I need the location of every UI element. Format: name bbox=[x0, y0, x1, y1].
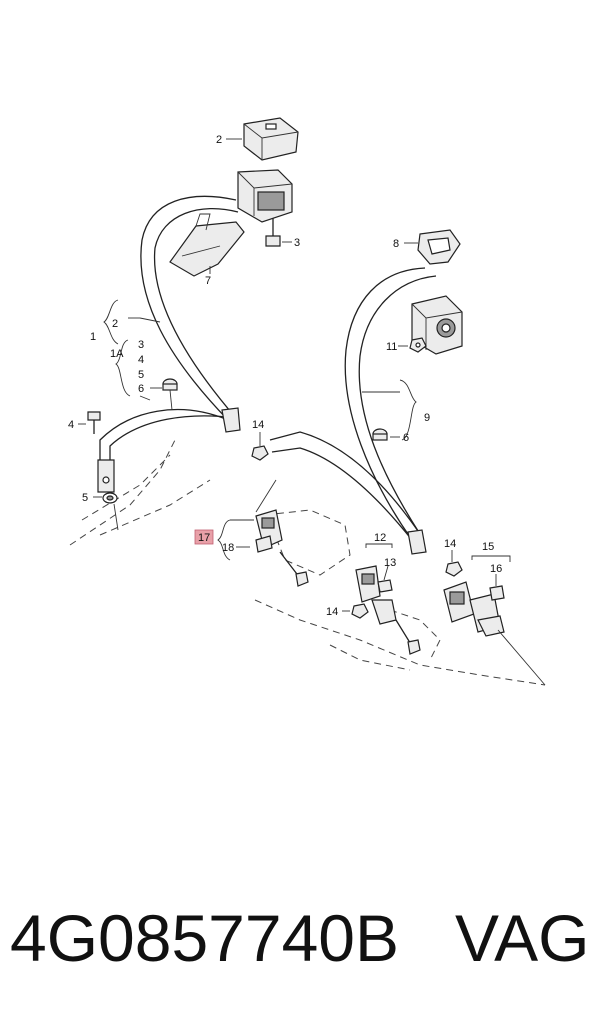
callout-7: 7 bbox=[205, 275, 211, 287]
callout-2: 2 bbox=[216, 134, 222, 146]
callout-18: 18 bbox=[222, 542, 234, 554]
part-14-nut-top bbox=[251, 432, 269, 461]
brand-label: VAG bbox=[455, 901, 590, 975]
footer: 4G0857740B VAG bbox=[0, 880, 600, 1000]
callout-11: 11 bbox=[386, 341, 397, 353]
callout-6-left: 6 bbox=[138, 383, 144, 395]
callout-14-right: 14 bbox=[444, 538, 456, 550]
callout-14-mid: 14 bbox=[326, 606, 338, 618]
callout-1A: 1A bbox=[110, 348, 124, 360]
rear-belt-webbing bbox=[269, 267, 437, 555]
part-3-bolt bbox=[265, 218, 281, 247]
part-6-cap-right bbox=[372, 428, 388, 441]
callout-1: 1 bbox=[90, 331, 96, 343]
callout-17-highlight bbox=[194, 529, 214, 545]
callout-16: 16 bbox=[490, 563, 502, 575]
part-12-buckle bbox=[355, 565, 421, 655]
callout-9: 9 bbox=[424, 412, 430, 424]
part-13-clip bbox=[377, 565, 393, 593]
part-8-guide-loop bbox=[417, 229, 461, 265]
part-6-cap-left bbox=[162, 378, 178, 411]
callout-14-top: 14 bbox=[252, 419, 264, 431]
part-14-nut-mid bbox=[351, 603, 369, 619]
callout-8: 8 bbox=[393, 238, 399, 250]
callout-17: 17 bbox=[198, 532, 210, 544]
floor-pan-outline bbox=[69, 439, 546, 686]
callout-13: 13 bbox=[384, 557, 396, 569]
callout-1-sub-2: 2 bbox=[112, 318, 118, 330]
part-16-clip bbox=[489, 574, 505, 601]
callout-4: 4 bbox=[68, 419, 74, 431]
callout-3: 3 bbox=[294, 237, 300, 249]
seat-belt-exploded-diagram: 2 3 7 4 bbox=[68, 117, 546, 686]
callout-bracket-9 bbox=[362, 379, 417, 441]
part-2-cover-cap bbox=[243, 117, 299, 161]
part-11-nut bbox=[409, 337, 427, 353]
front-belt-webbing bbox=[99, 195, 241, 470]
callout-1A-sub-3: 3 bbox=[138, 339, 144, 351]
callout-12: 12 bbox=[374, 532, 386, 544]
part-14-nut-right bbox=[445, 550, 463, 577]
callout-5: 5 bbox=[82, 492, 88, 504]
part-15-buckle-group bbox=[443, 581, 546, 686]
part-4-anchor-bolt bbox=[87, 411, 101, 434]
belt-retractor bbox=[411, 295, 463, 355]
part-5-washer bbox=[102, 492, 119, 531]
part-7-trim-guide bbox=[169, 213, 245, 277]
callout-6-right: 6 bbox=[403, 432, 409, 444]
height-adjuster bbox=[237, 169, 293, 223]
callout-1A-sub-5: 5 bbox=[138, 369, 144, 381]
part-number: 4G0857740B bbox=[10, 901, 400, 975]
lower-anchor-plate bbox=[97, 459, 115, 493]
callout-15: 15 bbox=[482, 541, 494, 553]
part-17-buckle bbox=[255, 479, 309, 587]
callout-1A-sub-4: 4 bbox=[138, 354, 144, 366]
callout-bracket-group-1 bbox=[103, 299, 161, 401]
